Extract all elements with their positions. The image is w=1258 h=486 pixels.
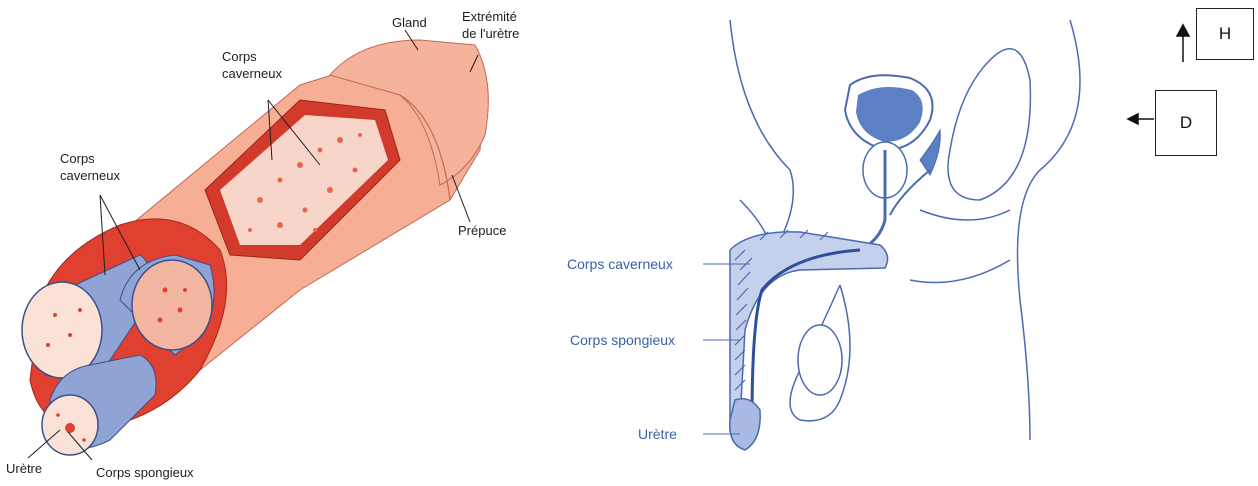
penis-cross-section-diagram: Gland Extrémité de l'urètre Corps cavern…: [0, 0, 560, 486]
body-outline-back: [1018, 20, 1081, 440]
rectum-outline: [948, 49, 1030, 200]
label-prepuce: Prépuce: [458, 222, 506, 239]
cylinder-left-face: [22, 282, 102, 378]
label-uretre-right: Urètre: [638, 425, 677, 443]
orientation-up-label: H: [1219, 24, 1231, 44]
pelvic-line: [920, 210, 1010, 220]
sagittal-anatomy-diagram: Corps caverneux Corps spongieux Urètre H…: [540, 0, 1258, 486]
label-gland: Gland: [392, 14, 427, 31]
label-corps-caverneux-top: Corps caverneux: [222, 48, 282, 82]
label-corps-spongieux-left: Corps spongieux: [96, 464, 194, 481]
label-extremite-uretre: Extrémité de l'urètre: [462, 8, 519, 42]
label-uretre-left: Urètre: [6, 460, 42, 477]
urethra-hole: [65, 423, 75, 433]
orientation-right-label: D: [1180, 113, 1192, 133]
seminal-vesicle: [920, 130, 940, 175]
testis: [798, 325, 842, 395]
label-corps-spongieux-right: Corps spongieux: [570, 331, 675, 349]
perineum-line: [910, 260, 1010, 283]
cylinder-right-face: [132, 260, 212, 350]
sagittal-anatomy-illustration: [540, 0, 1258, 486]
label-corps-caverneux-left: Corps caverneux: [60, 150, 120, 184]
glans-right: [730, 399, 760, 450]
orientation-right-box: D: [1155, 90, 1217, 156]
orientation-up-box: H: [1196, 8, 1254, 60]
body-outline-front: [730, 20, 793, 240]
label-corps-caverneux-right: Corps caverneux: [567, 255, 673, 273]
